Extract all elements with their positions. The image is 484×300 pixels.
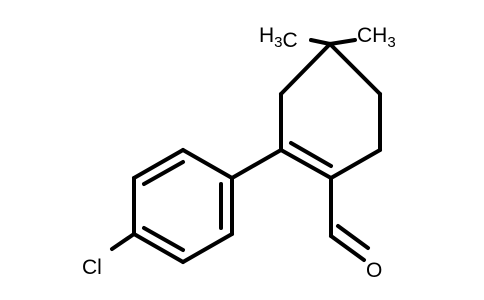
bond-ph-c2-c3-inner bbox=[142, 160, 185, 186]
bond-ph-c4-c5 bbox=[132, 232, 185, 264]
bond-methyl-right bbox=[328, 38, 357, 46]
bond-ring-c1-c6 bbox=[329, 148, 382, 180]
bond-cho-oxygen-double bbox=[336, 224, 370, 250]
bond-ph-c5-c6 bbox=[181, 232, 234, 264]
bond-ring-c4-c3 bbox=[279, 42, 332, 96]
bond-methyl-left bbox=[309, 38, 332, 46]
bond-ring-c2-c1-double bbox=[289, 141, 333, 168]
bond-ring-c2-c1 bbox=[279, 148, 333, 180]
bond-ring-phenyl bbox=[230, 148, 283, 180]
atom-label-methyl-left: H3C bbox=[259, 24, 298, 52]
bond-ring-c5-c4 bbox=[328, 42, 382, 96]
atom-label-methyl-right: CH3 bbox=[357, 24, 396, 51]
atom-label-chlorine: Cl bbox=[82, 256, 102, 279]
bond-ph-c2-c3 bbox=[132, 148, 185, 180]
bond-ph-chlorine bbox=[110, 232, 136, 251]
atom-label-oxygen: O bbox=[366, 259, 382, 282]
bond-cho-oxygen bbox=[329, 234, 366, 262]
bond-ph-c1-c2 bbox=[181, 148, 234, 180]
bond-ph-c4-c5-inner bbox=[142, 226, 185, 252]
